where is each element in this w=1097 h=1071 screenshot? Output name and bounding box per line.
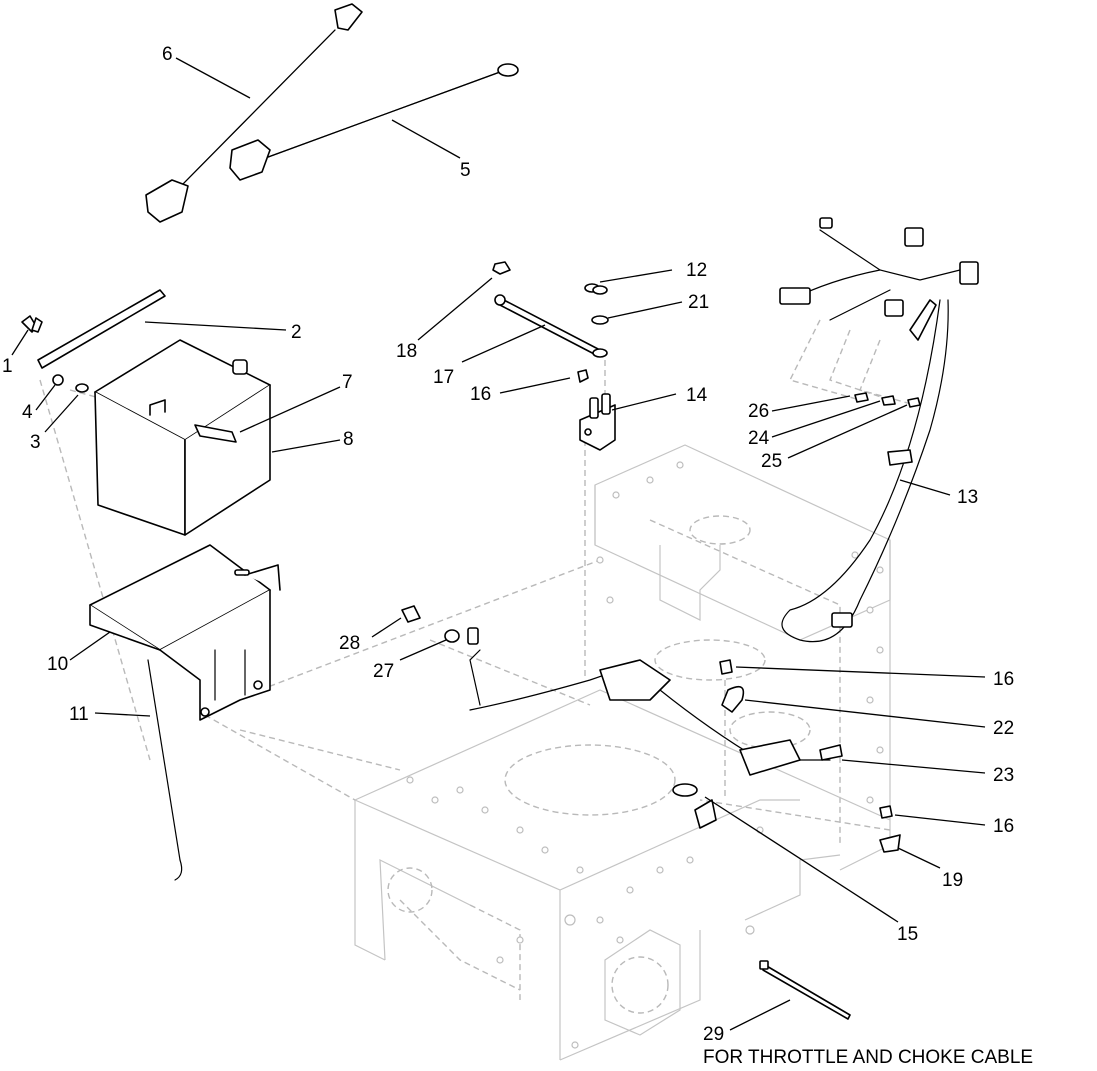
callout-14: 14 <box>686 385 708 406</box>
callout-19: 19 <box>942 870 963 891</box>
callout-4: 4 <box>22 402 33 423</box>
callout-17: 17 <box>433 367 454 388</box>
callout-1: 1 <box>2 356 13 377</box>
battery-cable-6 <box>145 3 363 223</box>
screw-16-low <box>879 805 893 819</box>
callout-13: 13 <box>957 487 978 508</box>
callout-6: 6 <box>162 44 173 65</box>
callout-16b: 16 <box>993 669 1014 690</box>
cable-tie <box>819 744 843 761</box>
battery-hardware <box>52 374 237 443</box>
callout-23: 23 <box>993 765 1014 786</box>
frame-ghost <box>39 350 891 1061</box>
callout-7: 7 <box>342 372 353 393</box>
callout-12: 12 <box>686 260 707 281</box>
battery-hold-down-rod <box>37 289 166 369</box>
wire-harness <box>469 217 979 776</box>
battery-rod <box>147 659 183 881</box>
battery-cable-5 <box>229 63 519 181</box>
battery-tray <box>89 544 281 721</box>
cable-clamp <box>721 685 745 713</box>
nut-18 <box>492 261 511 275</box>
callout-labels: 1 2 3 4 5 6 7 8 10 11 12 13 14 15 16 16 … <box>2 44 1033 1068</box>
washers-12-21 <box>584 283 609 325</box>
callout-8: 8 <box>343 429 354 450</box>
callout-26: 26 <box>748 401 769 422</box>
callout-22: 22 <box>993 718 1014 739</box>
clip-19 <box>879 834 901 853</box>
wing-nut <box>21 315 43 333</box>
battery <box>94 339 271 536</box>
callout-21: 21 <box>688 292 709 313</box>
cable-tie-note: FOR THROTTLE AND CHOKE CABLE <box>703 1047 1033 1068</box>
callout-28: 28 <box>339 633 360 654</box>
callout-25: 25 <box>761 451 782 472</box>
washer-27 <box>444 627 479 645</box>
battery-cable-17 <box>494 294 608 358</box>
connector-terminals <box>788 319 921 408</box>
screw-16-mid <box>719 659 733 675</box>
grommet <box>672 783 717 829</box>
leader-lines <box>11 57 986 1031</box>
cable-tie-29 <box>759 960 851 1020</box>
callout-24: 24 <box>748 428 770 449</box>
callout-3: 3 <box>30 432 41 453</box>
callout-10: 10 <box>47 654 68 675</box>
callout-11: 11 <box>69 704 89 725</box>
callout-27: 27 <box>373 661 394 682</box>
callout-29: 29 <box>703 1024 724 1045</box>
callout-16a: 16 <box>470 384 491 405</box>
screw-16-top <box>577 369 589 383</box>
callout-5: 5 <box>460 160 471 181</box>
callout-16c: 16 <box>993 816 1014 837</box>
callout-15: 15 <box>897 924 918 945</box>
hex-bolt-28 <box>401 605 421 623</box>
starter-solenoid <box>579 393 616 451</box>
callout-2: 2 <box>291 322 302 343</box>
callout-18: 18 <box>396 341 417 362</box>
